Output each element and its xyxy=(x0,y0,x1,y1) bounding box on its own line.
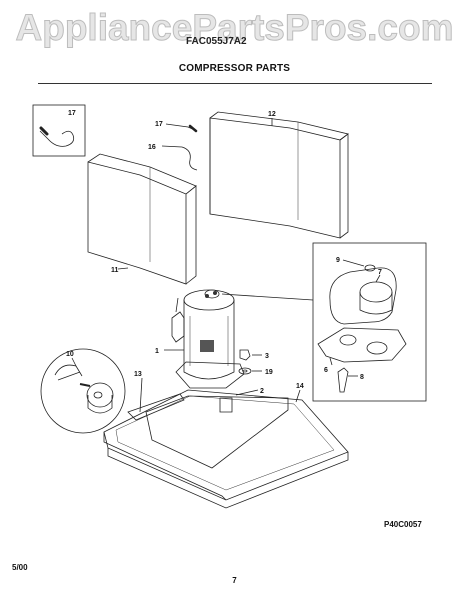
base-pan: 14 xyxy=(103,383,349,509)
title-rule xyxy=(38,83,432,84)
page-title: COMPRESSOR PARTS xyxy=(178,63,291,74)
model-number: FAC055J7A2 xyxy=(186,36,247,47)
terminal-cover-inset: 9 7 6 8 xyxy=(221,242,427,402)
callout-6: 6 xyxy=(324,367,328,374)
callout-8: 8 xyxy=(360,374,364,381)
callout-19: 19 xyxy=(265,369,273,376)
callout-7: 7 xyxy=(378,269,382,276)
drain-pan-inner: 13 xyxy=(127,371,289,469)
revision-date: 5/00 xyxy=(12,563,28,572)
callout-17: 17 xyxy=(155,121,163,128)
callout-3: 3 xyxy=(265,353,269,360)
callout-11: 11 xyxy=(111,267,119,274)
callout-17-inset: 17 xyxy=(68,110,76,117)
callout-10: 10 xyxy=(66,351,74,358)
callout-12: 12 xyxy=(268,111,276,118)
callout-16: 16 xyxy=(148,144,156,151)
evaporator-coil: 11 xyxy=(87,153,197,285)
condenser-coil: 12 xyxy=(209,111,349,239)
callout-9: 9 xyxy=(336,257,340,264)
sensor-inset-box: 17 xyxy=(32,104,86,157)
callout-2: 2 xyxy=(260,388,264,395)
capacitor-inset: 10 xyxy=(40,348,126,434)
callout-14: 14 xyxy=(296,383,304,390)
grommet-and-washer: 3 19 xyxy=(238,349,273,376)
compressor: 1 xyxy=(155,289,245,389)
callout-1: 1 xyxy=(155,348,159,355)
thermistor-probe: 17 16 xyxy=(148,121,198,171)
diagram-code: P40C0057 xyxy=(384,520,422,529)
watermark-logo: AppliancePartsPros.com xyxy=(15,7,454,48)
page-number: 7 xyxy=(232,576,237,585)
callout-13: 13 xyxy=(134,371,142,378)
